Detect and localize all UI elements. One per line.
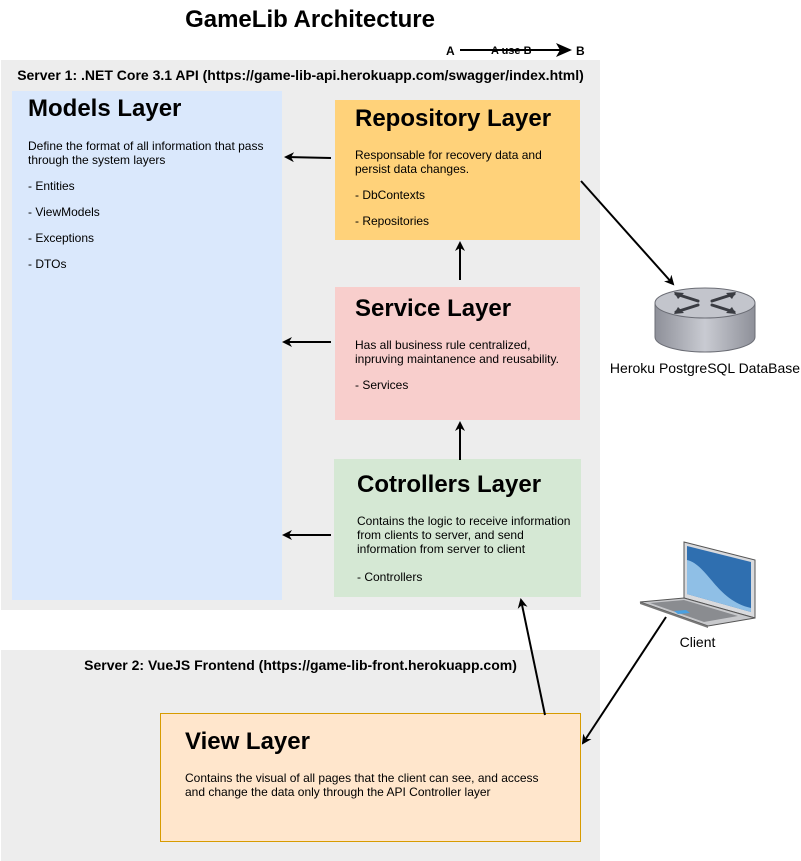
- models-item-entities: - Entities: [28, 179, 75, 194]
- repository-layer-title: Repository Layer: [355, 105, 552, 132]
- repository-layer-box[interactable]: Repository Layer Responsable for recover…: [335, 100, 580, 240]
- arrow-client-to-view: [581, 616, 667, 745]
- controllers-layer-title: Cotrollers Layer: [357, 471, 542, 498]
- repository-layer-description: Responsable for recovery data and persis…: [355, 148, 542, 177]
- arrow-repository-to-database: [580, 180, 675, 286]
- service-item-services: - Services: [355, 378, 409, 393]
- controllers-item-controllers: - Controllers: [357, 570, 423, 585]
- view-layer-box[interactable]: View Layer Contains the visual of all pa…: [160, 713, 581, 842]
- view-layer-title: View Layer: [185, 728, 310, 755]
- laptop-icon: [639, 541, 756, 628]
- controllers-layer-description: Contains the logic to receive informatio…: [357, 514, 571, 557]
- database-label: Heroku PostgreSQL DataBase: [609, 360, 801, 376]
- client-label: Client: [679, 634, 716, 650]
- service-layer-box[interactable]: Service Layer Has all business rule cent…: [335, 287, 580, 420]
- models-item-dtos: - DTOs: [28, 257, 67, 272]
- models-item-exceptions: - Exceptions: [28, 231, 95, 246]
- diagram-title: GameLib Architecture: [185, 6, 435, 33]
- models-item-viewmodels: - ViewModels: [28, 205, 100, 220]
- controllers-layer-box[interactable]: Cotrollers Layer Contains the logic to r…: [334, 459, 581, 597]
- server1-title: Server 1: .NET Core 3.1 API (https://gam…: [17, 67, 584, 83]
- repository-item-repositories: - Repositories: [355, 214, 430, 229]
- view-layer-description: Contains the visual of all pages that th…: [185, 771, 539, 800]
- models-layer-description: Define the format of all information tha…: [28, 139, 264, 168]
- service-layer-title: Service Layer: [355, 295, 512, 322]
- repository-item-dbcontexts: - DbContexts: [355, 188, 426, 203]
- legend-a: A: [446, 44, 455, 58]
- server2-title: Server 2: VueJS Frontend (https://game-l…: [84, 657, 517, 673]
- models-layer-title: Models Layer: [28, 95, 182, 122]
- arrow-repository-to-models: [284, 152, 332, 163]
- models-layer-box[interactable]: Models Layer Define the format of all in…: [12, 91, 282, 600]
- arrow-view-to-controllers: [517, 598, 546, 716]
- legend-b: B: [576, 44, 585, 58]
- service-layer-description: Has all business rule centralized, inpru…: [355, 338, 559, 367]
- database-router-icon: [654, 287, 756, 353]
